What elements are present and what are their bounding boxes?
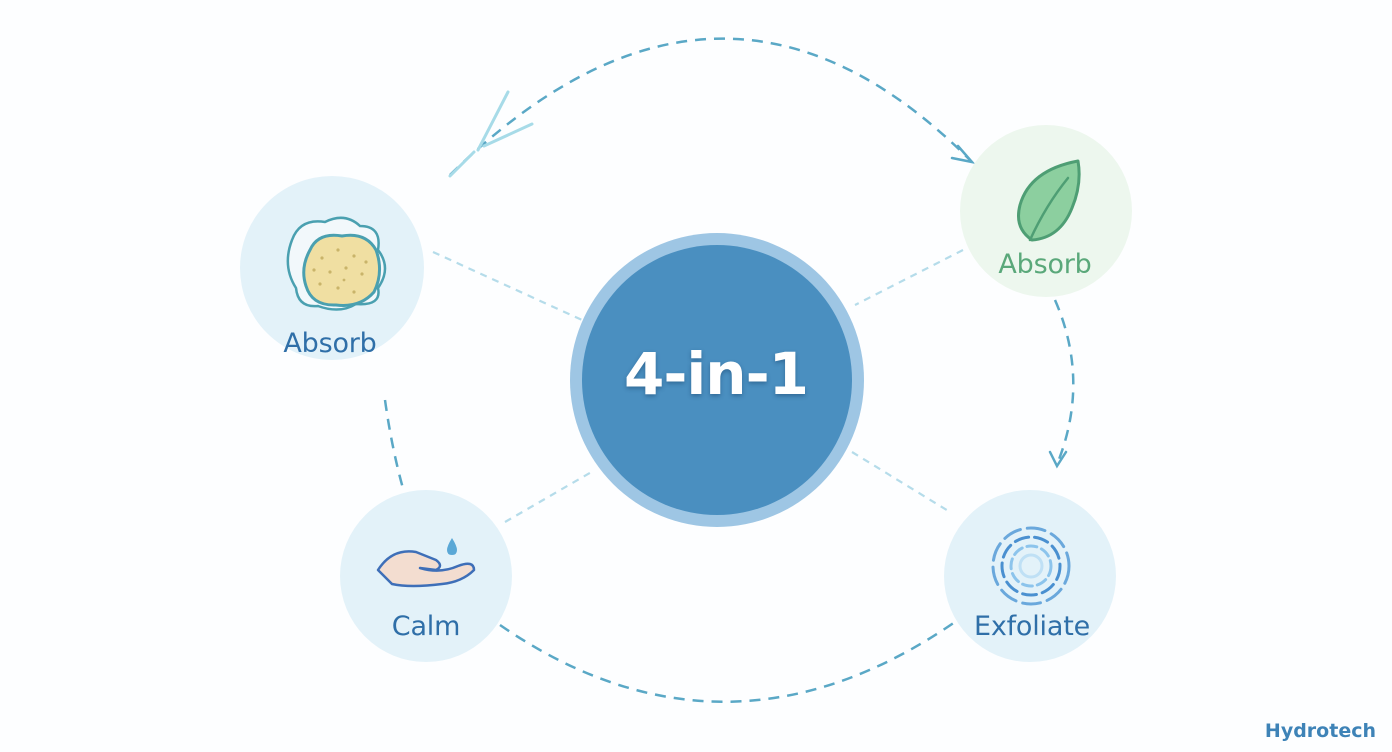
node-absorb-right (960, 125, 1132, 297)
arrowhead-top-right (950, 144, 976, 164)
node-calm (340, 490, 512, 662)
exfoliate-swirl-icon (991, 526, 1071, 606)
spoke-exfoliate (851, 451, 951, 513)
leaf-icon (1017, 159, 1081, 242)
spoke-absorb-right (854, 249, 964, 306)
arc-bottom (499, 620, 956, 703)
arrowhead-right (1048, 450, 1068, 469)
arc-right (1053, 299, 1075, 463)
arc-top (449, 37, 971, 176)
brand-logo-text: Hydrotech (1264, 720, 1376, 742)
node-absorb-left (240, 176, 424, 360)
node-label-exfoliate: Exfoliate (973, 611, 1090, 642)
center-label: 4-in-1 (623, 340, 809, 408)
node-label-absorb-left: Absorb (283, 328, 377, 359)
arc-left (383, 399, 406, 493)
node-label-absorb-right: Absorb (998, 249, 1092, 280)
arrowheads (950, 144, 1068, 469)
spoke-absorb-left (432, 250, 583, 322)
hand-droplet-icon (376, 538, 476, 588)
sponge-icon (286, 216, 387, 311)
node-exfoliate (944, 490, 1116, 662)
center-hub (570, 233, 864, 527)
spokes (432, 249, 964, 523)
spoke-calm (504, 469, 596, 523)
cycle-arcs (383, 37, 1075, 703)
node-label-calm: Calm (391, 611, 461, 642)
cycle-start-marker (448, 90, 534, 178)
